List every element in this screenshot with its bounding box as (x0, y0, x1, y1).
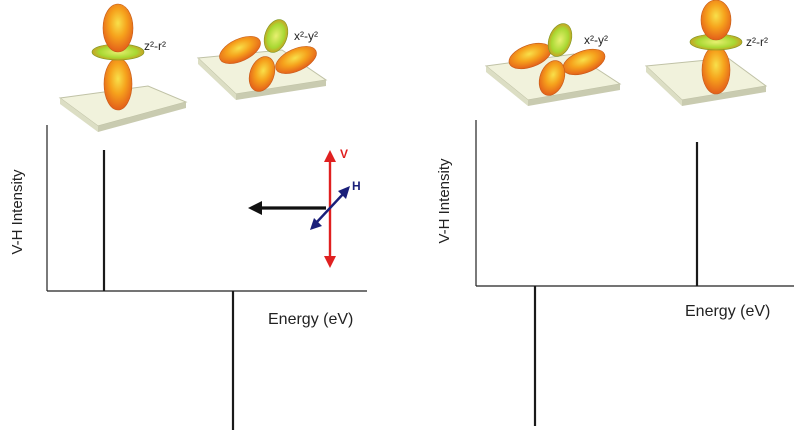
right-orbital-label-x2: x²-y² (584, 33, 608, 47)
left-panel: z²-r² x²-y² V-H Intensity Energy (eV) (9, 3, 367, 430)
right-panel: x²-y² z²-r² V-H Intensity Energy (eV) (436, 0, 794, 426)
v-arrow-label: V (340, 147, 348, 161)
h-arrow-label: H (352, 179, 361, 193)
orbital-x2-y2-icon (484, 23, 622, 106)
left-orbital-label-z2: z²-r² (144, 39, 166, 53)
right-xlabel: Energy (eV) (685, 303, 770, 320)
polarization-arrows-icon (248, 150, 350, 268)
orbital-z2-r2-icon (644, 0, 768, 106)
right-orbital-label-z2: z²-r² (746, 35, 768, 49)
left-ylabel: V-H Intensity (9, 169, 26, 255)
right-ylabel: V-H Intensity (436, 158, 453, 244)
left-orbital-label-x2: x²-y² (294, 29, 318, 43)
orbital-x2-y2-icon (196, 19, 328, 100)
orbital-z2-r2-icon (58, 3, 188, 132)
left-xlabel: Energy (eV) (268, 311, 353, 328)
